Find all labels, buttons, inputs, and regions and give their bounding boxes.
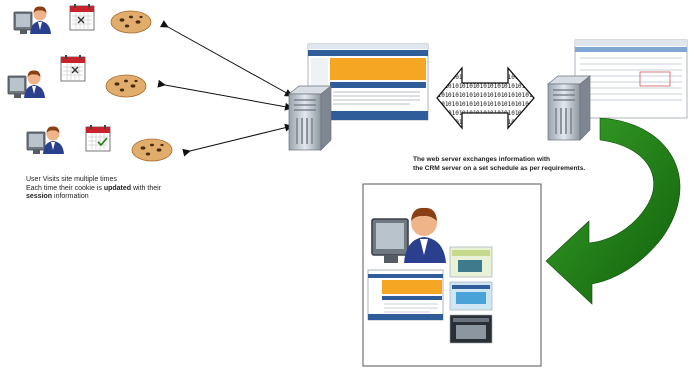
caption-line-3: session information <box>26 193 236 202</box>
calendar-icon <box>69 3 95 31</box>
user-icon <box>7 69 46 99</box>
personalized-website-screenshot <box>367 269 444 321</box>
recommended-content-thumbnails <box>449 246 493 344</box>
caption-line-1: User Visits site multiple times <box>26 176 117 183</box>
server-caption-line-1: The web server exchanges information wit… <box>413 156 551 163</box>
server-caption-line-2: the CRM server on a set schedule as per … <box>413 164 586 172</box>
data-exchange-arrow-icon <box>436 66 535 130</box>
crm-server-icon <box>547 75 591 141</box>
caption-line-2: Each time their cookie is updated with t… <box>26 185 236 194</box>
caption-bold-text: session <box>26 193 53 200</box>
user-row-3 <box>26 124 173 162</box>
cookie-sync-arrow <box>182 123 293 157</box>
calendar-x-mark-icon <box>77 16 85 24</box>
calendar-check-mark-icon <box>97 137 108 147</box>
caption-text: information <box>52 193 89 200</box>
user-row-1 <box>13 3 152 35</box>
caption-text: with their <box>131 184 162 192</box>
caption-text: Each time their cookie is <box>26 184 104 192</box>
user-icon <box>26 125 65 155</box>
crm-server-group <box>547 39 688 141</box>
user-icon <box>13 5 52 35</box>
cookie-sync-arrow <box>157 79 293 111</box>
caption-bold-text: updated <box>103 184 132 192</box>
web-server-icon <box>288 85 332 151</box>
sync-to-user-arrow-icon <box>545 117 681 305</box>
personalized-result-panel <box>362 183 542 367</box>
cookie-icon <box>131 138 173 162</box>
cookie-icon <box>105 74 147 98</box>
user-row-2 <box>7 54 147 99</box>
server-exchange-caption: The web server exchanges information wit… <box>413 156 643 173</box>
calendar-x-mark-icon <box>71 66 79 74</box>
cookie-sync-arrow <box>159 20 293 97</box>
website-screenshot <box>307 43 429 121</box>
cookie-icon <box>110 10 152 34</box>
cookie-update-caption: User Visits site multiple times Each tim… <box>26 176 236 202</box>
web-server-group <box>288 43 429 151</box>
crm-screenshot <box>574 39 688 119</box>
